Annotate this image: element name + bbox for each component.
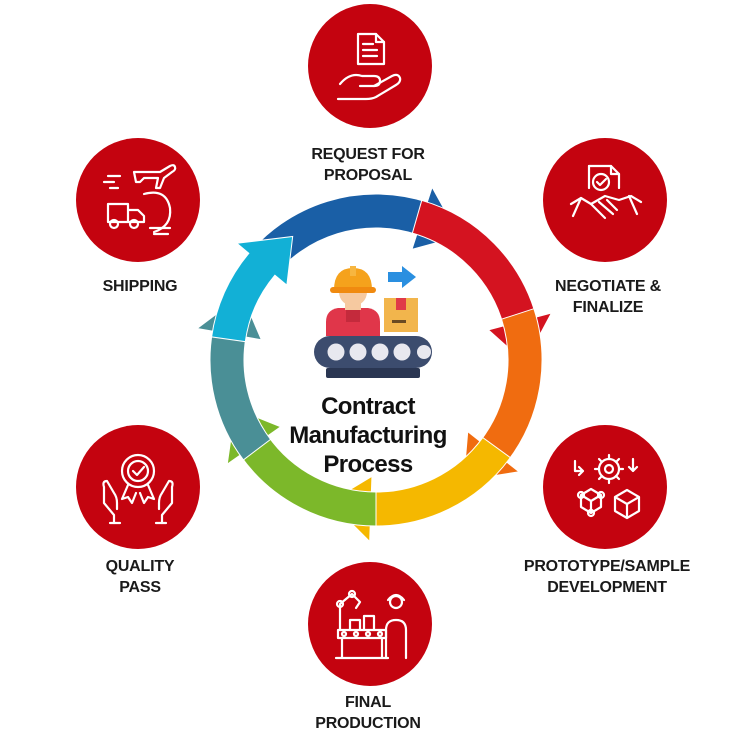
handshake-document-icon [569, 164, 643, 220]
step-label-prototype-development: PROTOTYPE/SAMPLE DEVELOPMENT [523, 558, 691, 596]
step-node [76, 425, 200, 549]
step-label-final-production: FINAL PRODUCTION [315, 694, 421, 732]
truck-plane-globe-icon [102, 164, 177, 236]
step-circle [308, 562, 432, 686]
step-node [308, 4, 432, 128]
step-node [76, 138, 200, 262]
assembly-line-worker-icon [334, 589, 408, 660]
step-label-quality-pass: QUALITY PASS [105, 558, 175, 596]
step-circles [76, 4, 667, 686]
quality-badge-hands-icon [102, 453, 174, 525]
step-label-shipping: SHIPPING [102, 278, 178, 295]
step-node [308, 562, 432, 686]
step-label-request-for-proposal: REQUEST FOR PROPOSAL [311, 146, 425, 184]
step-node [543, 138, 667, 262]
ring-arrow-segment [211, 235, 294, 343]
center-title-line: Manufacturing [289, 422, 447, 449]
step-node [543, 425, 667, 549]
step-circle [543, 425, 667, 549]
center-title-line: Contract [321, 393, 415, 420]
center-title: Contract Manufacturing Process [268, 392, 468, 479]
step-label-negotiate-finalize: NEGOTIATE & FINALIZE [555, 278, 661, 316]
document-hand-icon [336, 32, 402, 101]
cycle-ring [195, 186, 553, 543]
step-circle [76, 138, 200, 262]
gear-cube-prototype-icon [573, 453, 641, 520]
step-circle [543, 138, 667, 262]
step-circle [308, 4, 432, 128]
center-title-line: Process [323, 451, 413, 478]
factory-worker-icon [314, 266, 432, 378]
